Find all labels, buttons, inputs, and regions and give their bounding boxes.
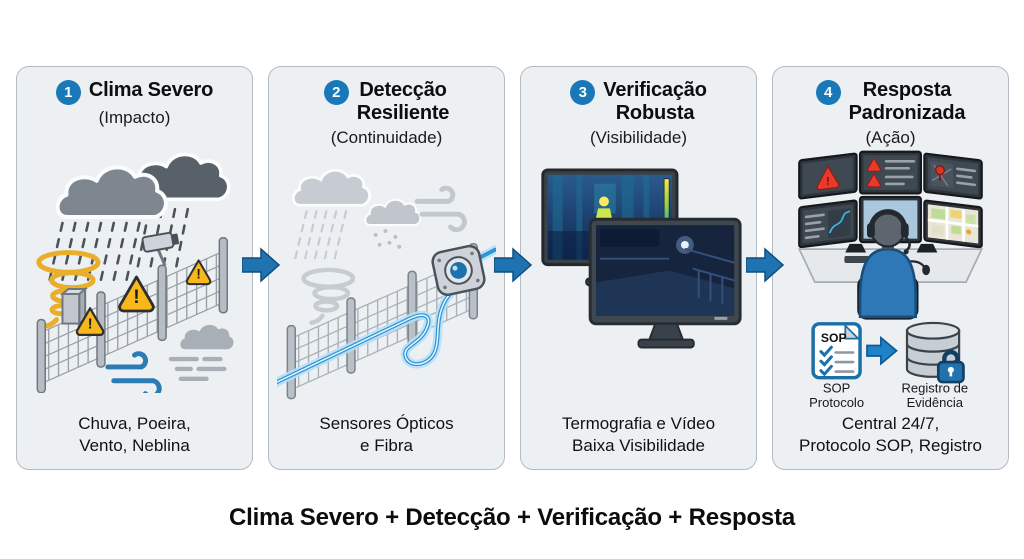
resilient-detection-scene [277,169,496,400]
alert-list-monitor [858,150,923,195]
warning-triangle-icon: ! [185,259,212,286]
panel-subtitle: (Continuidade) [330,128,443,147]
operator-shirt [858,247,918,319]
flow-arrow-icon [494,247,532,283]
panel-illustration: ! ! ! [25,130,244,409]
map-pin-icon [935,165,946,176]
panel-subtitle: (Visibilidade) [589,128,687,147]
step-number-badge: 4 [815,80,841,105]
panel-title: Detecção Resiliente [356,79,450,124]
arrow-right-icon [866,335,898,366]
faded-snow-cloud-icon [364,198,422,227]
severe-weather-scene: ! ! ! [36,152,234,393]
sop-document-icon: SOP [811,322,862,380]
sop-label-line1: SOP [823,380,851,395]
panel-caption: Sensores Ópticos e Fibra [319,414,454,455]
warning-triangle-icon: ! [75,307,105,337]
map-alert-monitor [923,152,983,200]
panel-header: 4 Resposta Padronizada [815,79,966,125]
panel-title: Resposta Padronizada [848,79,966,124]
panel-header: 1 Clima Severo [55,79,214,105]
junction-box-icon [59,287,88,326]
panel-caption: Termografia e Vídeo Baixa Visibilidade [561,414,716,455]
panel-caption: Chuva, Poeira, Vento, Neblina [78,414,191,455]
sop-label-line2: Protocolo [809,395,864,409]
summary-title: Clima Severo + Detecção + Verificação + … [228,504,796,531]
headset-icon [868,209,908,229]
panel-header: 2 Detecção Resiliente [323,79,450,125]
faded-rain-icon [293,210,348,262]
operator [857,209,919,320]
panel-header: 3 Verificação Robusta [570,79,707,125]
alert-triangle-icon [816,165,840,191]
panel-illustration [277,150,496,409]
verification-monitors-scene [541,168,742,349]
storm-cloud-light-icon [55,165,168,220]
step-panel-resposta-padronizada: 4 Resposta Padronizada (Ação) ! [772,66,1009,470]
alert-monitor: ! [798,152,858,200]
svg-text:!: ! [826,176,830,188]
panel-subtitle: (Impacto) [98,108,171,127]
faded-tornado-icon [301,267,356,326]
optical-sensor-icon [431,245,486,297]
svg-text:SOP: SOP [821,331,847,345]
city-map-monitor [923,199,983,249]
step-number-badge: 2 [323,80,349,105]
step-number-badge: 3 [570,80,596,105]
panel-title: Clima Severo [88,79,214,101]
panel-illustration: ! [781,150,1000,409]
faded-cloud-icon [291,169,372,207]
svg-text:!: ! [196,267,200,282]
perimeter-fence [286,243,478,400]
wind-icon [105,351,162,393]
fiber-optic-cable [277,245,496,388]
svg-text:!: ! [88,316,93,333]
flow-arrow-icon [746,247,784,283]
mouse-icon [922,264,931,276]
step-panel-verificacao-robusta: 3 Verificação Robusta (Visibilidade) [520,66,757,470]
step-number-badge: 1 [55,80,81,105]
step-panel-deteccao-resiliente: 2 Detecção Resiliente (Continuidade) [268,66,505,470]
video-monitor-icon [588,217,742,349]
snow-dots [373,229,402,249]
control-room-scene: ! [797,150,984,409]
panel-caption: Central 24/7, Protocolo SOP, Registro [799,414,982,455]
svg-text:!: ! [133,287,139,308]
security-camera-icon [141,232,180,267]
warning-triangle-icon: ! [118,275,155,313]
registry-label-line2: Evidência [907,395,964,409]
padlock-icon [936,349,965,384]
step-panel-clima-severo: 1 Clima Severo (Impacto) [16,66,253,470]
fog-icon [168,325,234,382]
panel-title: Verificação Robusta [603,79,707,124]
panel-illustration [529,150,748,409]
registry-label-line1: Registro de [902,380,969,395]
panel-subtitle: (Ação) [865,128,916,147]
data-chart-monitor [798,199,858,249]
flow-arrow-icon [242,247,280,283]
faded-wind-icon [414,185,467,233]
